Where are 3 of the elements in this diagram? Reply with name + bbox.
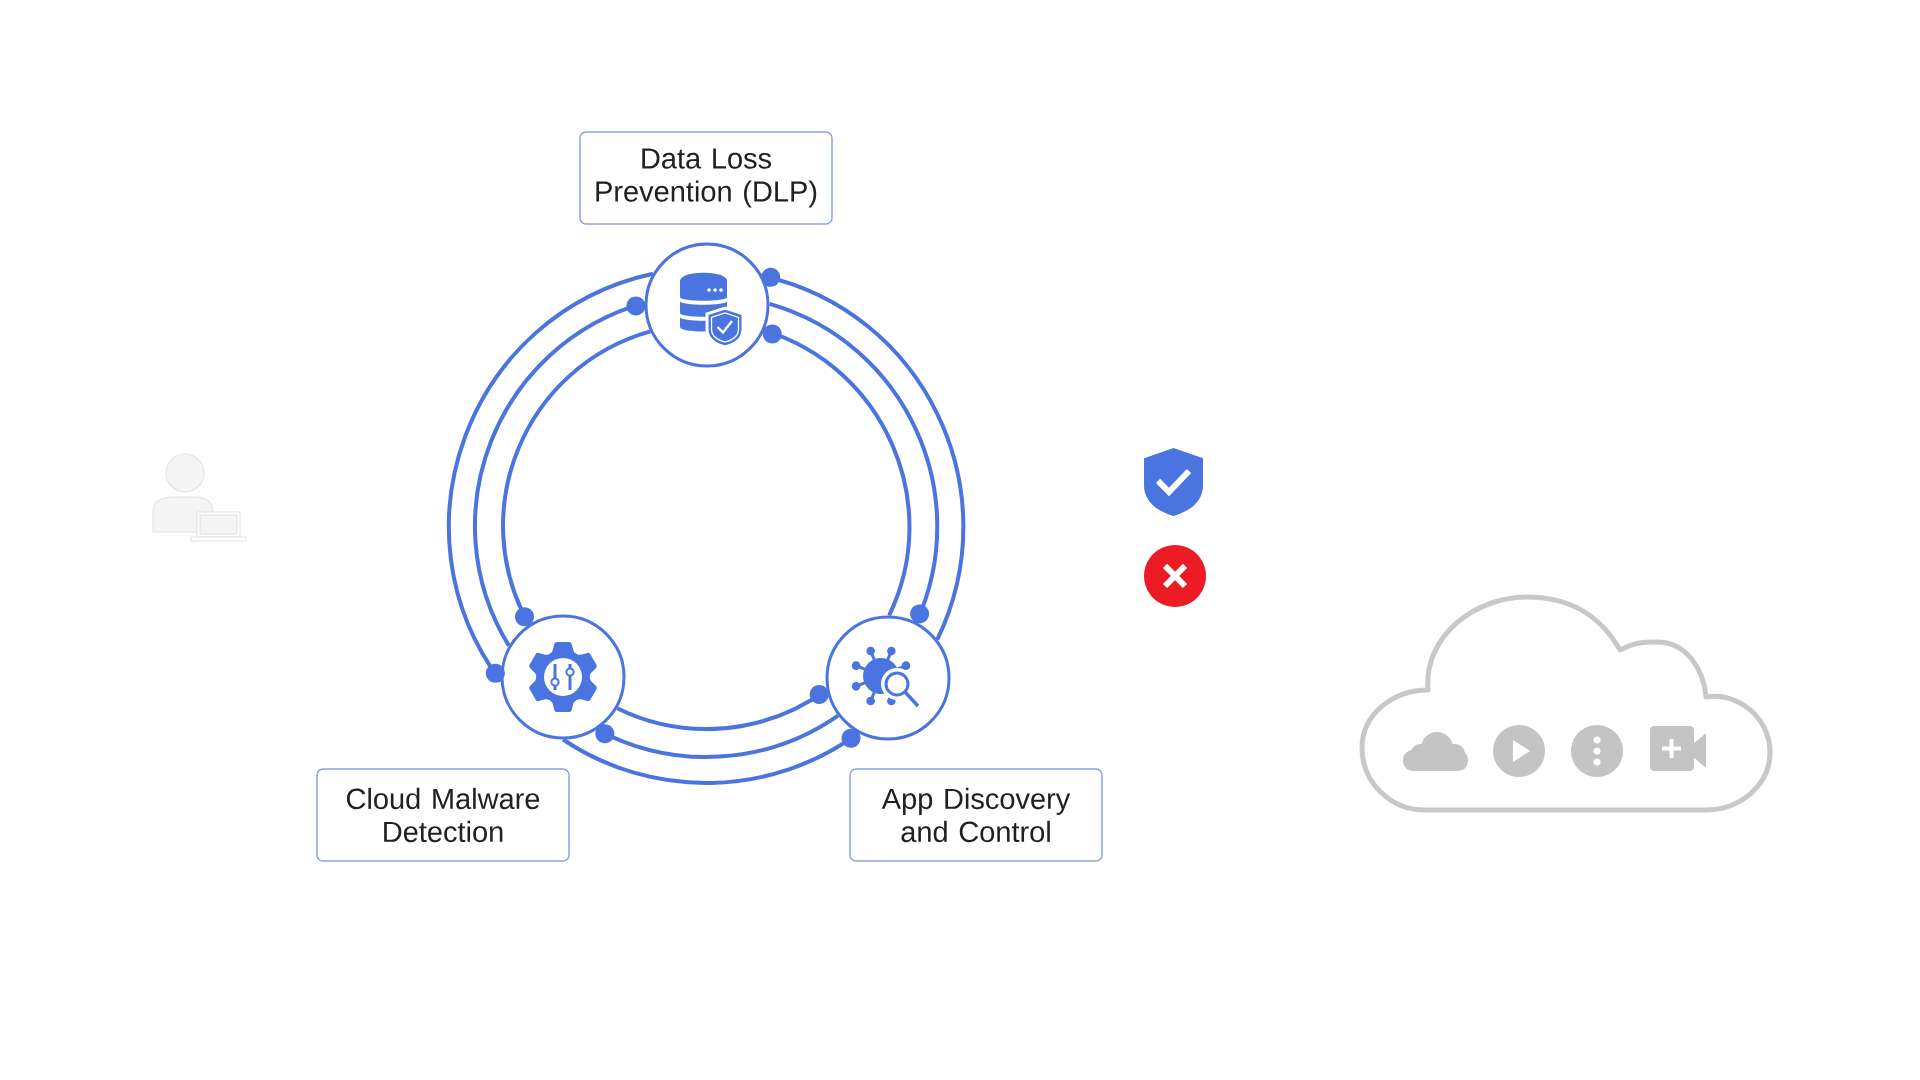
label-box: App Discovery and Control <box>849 768 1103 862</box>
label-box: Data Loss Prevention (DLP) <box>579 131 833 225</box>
label-box: Cloud Malware Detection <box>316 768 570 862</box>
